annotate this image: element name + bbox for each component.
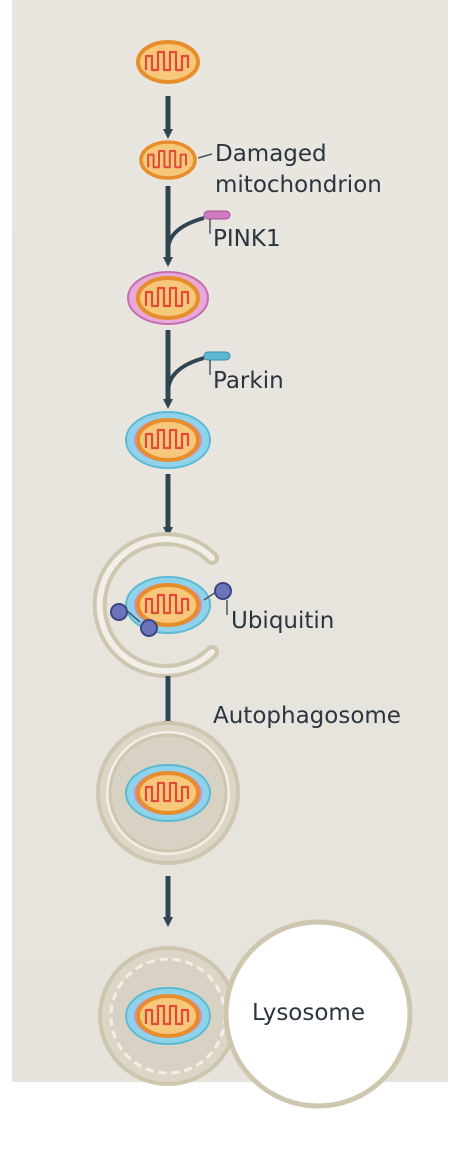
arrow-2-branch: [166, 216, 205, 251]
autophagosome: [96, 721, 240, 865]
arrow-3-branch: [166, 356, 205, 393]
label-autophagosome: Autophagosome: [213, 703, 401, 729]
mitochondrion-damaged: [139, 140, 197, 180]
diagram-background: [12, 0, 448, 1082]
phagophore-membrane: [92, 532, 219, 678]
label-ubiquitin: Ubiquitin: [231, 608, 334, 634]
pink1-icon: [203, 210, 231, 220]
label-pink1: PINK1: [213, 226, 281, 252]
mitochondrion-parkin-coated: [125, 411, 211, 469]
label-damaged-line2: mitochondrion: [215, 172, 382, 198]
autolysosome: [98, 919, 413, 1109]
label-parkin: Parkin: [213, 368, 284, 394]
label-lysosome: Lysosome: [252, 1000, 365, 1026]
mitochondrion-pink1-coated: [127, 271, 209, 325]
parkin-icon: [203, 351, 231, 361]
label-damaged-line1: Damaged: [215, 141, 327, 167]
ubiquitin-icon: [110, 582, 232, 637]
damaged-label-connector: [197, 153, 213, 159]
mitochondrion-ubiquitinated: [125, 576, 211, 634]
mitochondrion-healthy: [136, 40, 200, 84]
